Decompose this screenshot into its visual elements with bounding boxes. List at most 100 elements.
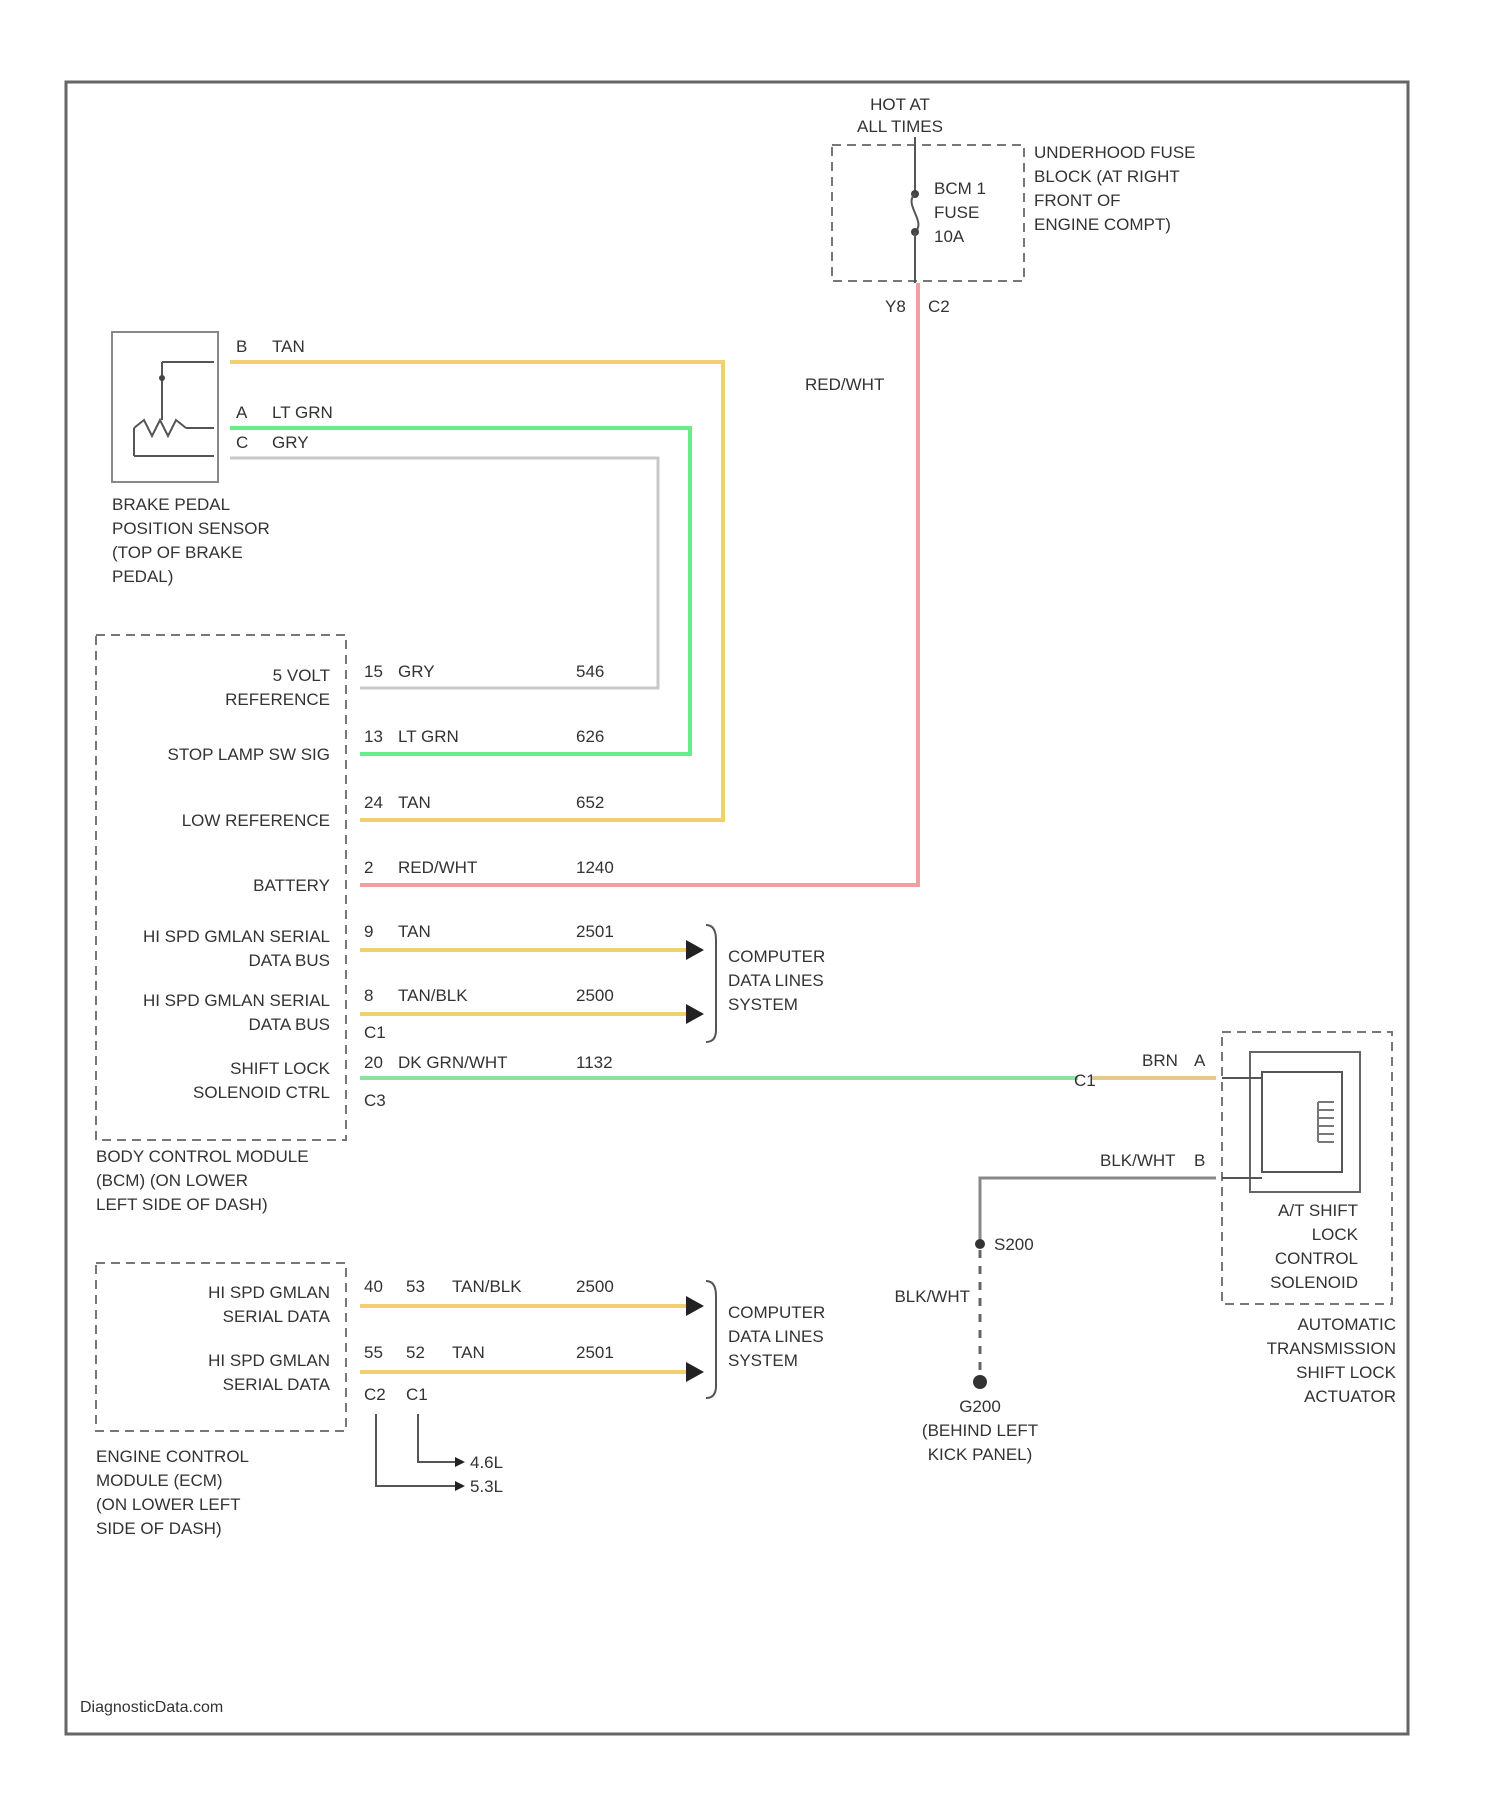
bcm-connector: C3 [364, 1091, 386, 1110]
actuator-name: AUTOMATIC [1297, 1315, 1396, 1334]
fuse-block-name-3: FRONT OF [1034, 191, 1121, 210]
ecm-wire-color: TAN [452, 1343, 485, 1362]
bcm-wire-color: LT GRN [398, 727, 459, 746]
engine-option-label: 4.6L [470, 1453, 503, 1472]
ecm-pin: 53 [406, 1277, 425, 1296]
ecm-data-lines-label: SYSTEM [728, 1351, 798, 1370]
ecm-pin: 55 [364, 1343, 383, 1362]
ecm-connector: C2 [364, 1385, 386, 1404]
bcm-name-1: BODY CONTROL MODULE [96, 1147, 309, 1166]
fuse-block-name-2: BLOCK (AT RIGHT [1034, 167, 1180, 186]
fuse-label-3: 10A [934, 227, 965, 246]
bcm-pin: 9 [364, 922, 373, 941]
brake-sensor-body [112, 332, 218, 482]
solenoid-coil-frame [1262, 1072, 1342, 1172]
bcm-wire-color: GRY [398, 662, 435, 681]
arrow-icon [455, 1481, 465, 1491]
bcm-row-label: SHIFT LOCK [230, 1059, 330, 1078]
bcm-wire-color: TAN [398, 793, 431, 812]
bcm-pin: 24 [364, 793, 383, 812]
bcm-data-lines-label: SYSTEM [728, 995, 798, 1014]
bcm-circuit: 652 [576, 793, 604, 812]
bcm-circuit: 626 [576, 727, 604, 746]
brn-wire-label: BRN [1142, 1051, 1178, 1070]
bcm-data-lines-bracket [706, 925, 716, 1042]
bcm-data-lines-label: DATA LINES [728, 971, 824, 990]
ground-icon [973, 1375, 987, 1389]
ecm-name: (ON LOWER LEFT [96, 1495, 241, 1514]
bcm-pin: 13 [364, 727, 383, 746]
hot-at-label: HOT AT [870, 95, 930, 114]
actuator-pin-a: A [1194, 1051, 1206, 1070]
ecm-name: SIDE OF DASH) [96, 1519, 222, 1538]
all-times-label: ALL TIMES [857, 117, 943, 136]
actuator-pin-b: B [1194, 1151, 1205, 1170]
bcm-row-label: DATA BUS [248, 1015, 330, 1034]
bcm-row-label: BATTERY [253, 876, 330, 895]
bcm-pin: 15 [364, 662, 383, 681]
bcm-name-3: LEFT SIDE OF DASH) [96, 1195, 268, 1214]
bcm-row-label: DATA BUS [248, 951, 330, 970]
bcm-row-label: SOLENOID CTRL [193, 1083, 330, 1102]
wire-red-wht-1240 [360, 283, 918, 885]
brake-sensor-name-2: POSITION SENSOR [112, 519, 270, 538]
bcm-circuit: 1240 [576, 858, 614, 877]
fuse-symbol [912, 194, 919, 232]
arrow-icon [686, 1296, 704, 1316]
actuator-name: SHIFT LOCK [1296, 1363, 1396, 1382]
solenoid-coil-icon [1318, 1102, 1334, 1142]
ecm-connector: C1 [406, 1385, 428, 1404]
arrow-icon [686, 1004, 704, 1024]
inline-connector-label: C1 [1074, 1071, 1096, 1090]
brake-pin-b: B [236, 337, 247, 356]
bcm-circuit: 546 [576, 662, 604, 681]
ecm-pin: 40 [364, 1277, 383, 1296]
brake-sensor-name-4: PEDAL) [112, 567, 173, 586]
fuse-label-2: FUSE [934, 203, 979, 222]
fuse-wire-label: RED/WHT [805, 375, 884, 394]
ecm-circuit: 2500 [576, 1277, 614, 1296]
brake-pin-b-color: TAN [272, 337, 305, 356]
bcm-wire-color: RED/WHT [398, 858, 477, 877]
ecm-name: MODULE (ECM) [96, 1471, 223, 1490]
ecm-pin: 52 [406, 1343, 425, 1362]
wire-gry-546 [230, 458, 658, 688]
brake-pin-a: A [236, 403, 248, 422]
actuator-name: TRANSMISSION [1267, 1339, 1396, 1358]
ecm-row-label: SERIAL DATA [223, 1307, 331, 1326]
bcm-row-label: 5 VOLT [273, 666, 330, 685]
bcm-row-label: HI SPD GMLAN SERIAL [143, 927, 330, 946]
engine-leader-4-6l [418, 1414, 458, 1462]
ground-name: G200 [959, 1397, 1001, 1416]
bcm-row-label: STOP LAMP SW SIG [168, 745, 331, 764]
solenoid-label: A/T SHIFT [1278, 1201, 1358, 1220]
fuse-block-name-1: UNDERHOOD FUSE [1034, 143, 1196, 162]
bcm-data-lines-label: COMPUTER [728, 947, 825, 966]
bcm-name-2: (BCM) (ON LOWER [96, 1171, 248, 1190]
splice-s200 [975, 1239, 985, 1249]
solenoid-label: CONTROL [1275, 1249, 1358, 1268]
arrow-icon [455, 1457, 465, 1467]
arrow-icon [686, 940, 704, 960]
fuse-block-name-4: ENGINE COMPT) [1034, 215, 1171, 234]
bcm-pin: 20 [364, 1053, 383, 1072]
bcm-row-label: REFERENCE [225, 690, 330, 709]
sensor-node [159, 375, 165, 381]
fuse-connector-label: C2 [928, 297, 950, 316]
brake-pin-a-color: LT GRN [272, 403, 333, 422]
ecm-circuit: 2501 [576, 1343, 614, 1362]
diagram-frame [66, 82, 1408, 1734]
bcm-connector: C1 [364, 1023, 386, 1042]
ecm-row-label: SERIAL DATA [223, 1375, 331, 1394]
bcm-pin: 8 [364, 986, 373, 1005]
ecm-data-lines-label: COMPUTER [728, 1303, 825, 1322]
solenoid-label: LOCK [1312, 1225, 1359, 1244]
ground-name: (BEHIND LEFT [922, 1421, 1038, 1440]
brake-sensor-name-1: BRAKE PEDAL [112, 495, 230, 514]
brake-pin-c: C [236, 433, 248, 452]
brake-pin-c-color: GRY [272, 433, 309, 452]
actuator-name: ACTUATOR [1304, 1387, 1396, 1406]
bcm-circuit: 2501 [576, 922, 614, 941]
body-control-module: 5 VOLT REFERENCE 15 GRY 546 STOP LAMP SW… [96, 635, 614, 1214]
